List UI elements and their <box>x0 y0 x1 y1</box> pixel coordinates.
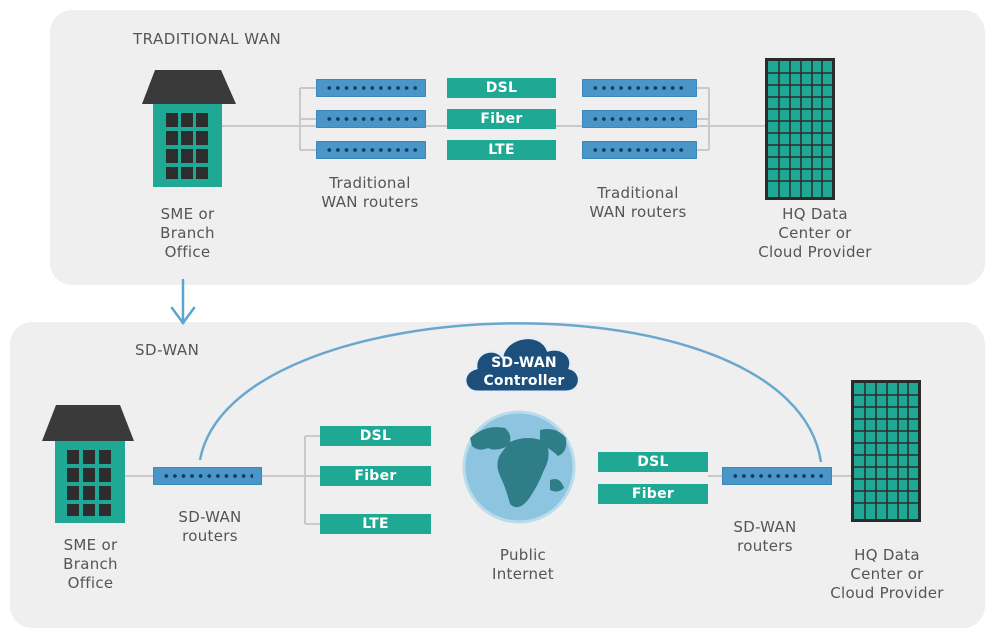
globe-icon <box>462 410 576 524</box>
traditional-wan-title: TRADITIONAL WAN <box>133 30 282 48</box>
link-fiber: Fiber <box>598 484 708 504</box>
office-building-icon <box>142 70 236 187</box>
datacenter-icon <box>851 380 921 522</box>
link-fiber: Fiber <box>447 109 556 129</box>
router-icon <box>316 141 426 159</box>
router-icon <box>153 467 262 485</box>
link-dsl: DSL <box>320 426 431 446</box>
link-fiber: Fiber <box>320 466 431 486</box>
link-dsl: DSL <box>447 78 556 98</box>
sdwan-routers-right-label: SD-WAN routers <box>733 518 797 555</box>
sdwan-connector-lines <box>125 435 852 525</box>
sdwan-controller-label: SD-WAN Controller <box>483 355 565 389</box>
cloud-icon <box>463 336 581 394</box>
datacenter-icon <box>765 58 835 200</box>
office-building-icon <box>42 405 134 523</box>
link-lte: LTE <box>320 514 431 534</box>
hq-datacenter-label: HQ Data Center or Cloud Provider <box>830 546 944 602</box>
router-icon <box>316 79 426 97</box>
controller-arc <box>198 322 823 463</box>
sdwan-routers-left-label: SD-WAN routers <box>178 508 242 545</box>
router-icon <box>582 79 697 97</box>
public-internet-label: Public Internet <box>492 546 554 583</box>
sdwan-title: SD-WAN <box>135 341 200 359</box>
router-icon <box>582 110 697 128</box>
router-icon <box>582 141 697 159</box>
router-icon <box>316 110 426 128</box>
hq-datacenter-label: HQ Data Center or Cloud Provider <box>758 205 872 261</box>
router-icon <box>722 467 832 485</box>
branch-office-label: SME or Branch Office <box>63 536 118 592</box>
down-arrow-icon <box>170 278 196 326</box>
link-lte: LTE <box>447 140 556 160</box>
traditional-routers-right-label: Traditional WAN routers <box>589 184 687 221</box>
branch-office-label: SME or Branch Office <box>160 205 215 261</box>
traditional-routers-left-label: Traditional WAN routers <box>321 174 419 211</box>
link-dsl: DSL <box>598 452 708 472</box>
